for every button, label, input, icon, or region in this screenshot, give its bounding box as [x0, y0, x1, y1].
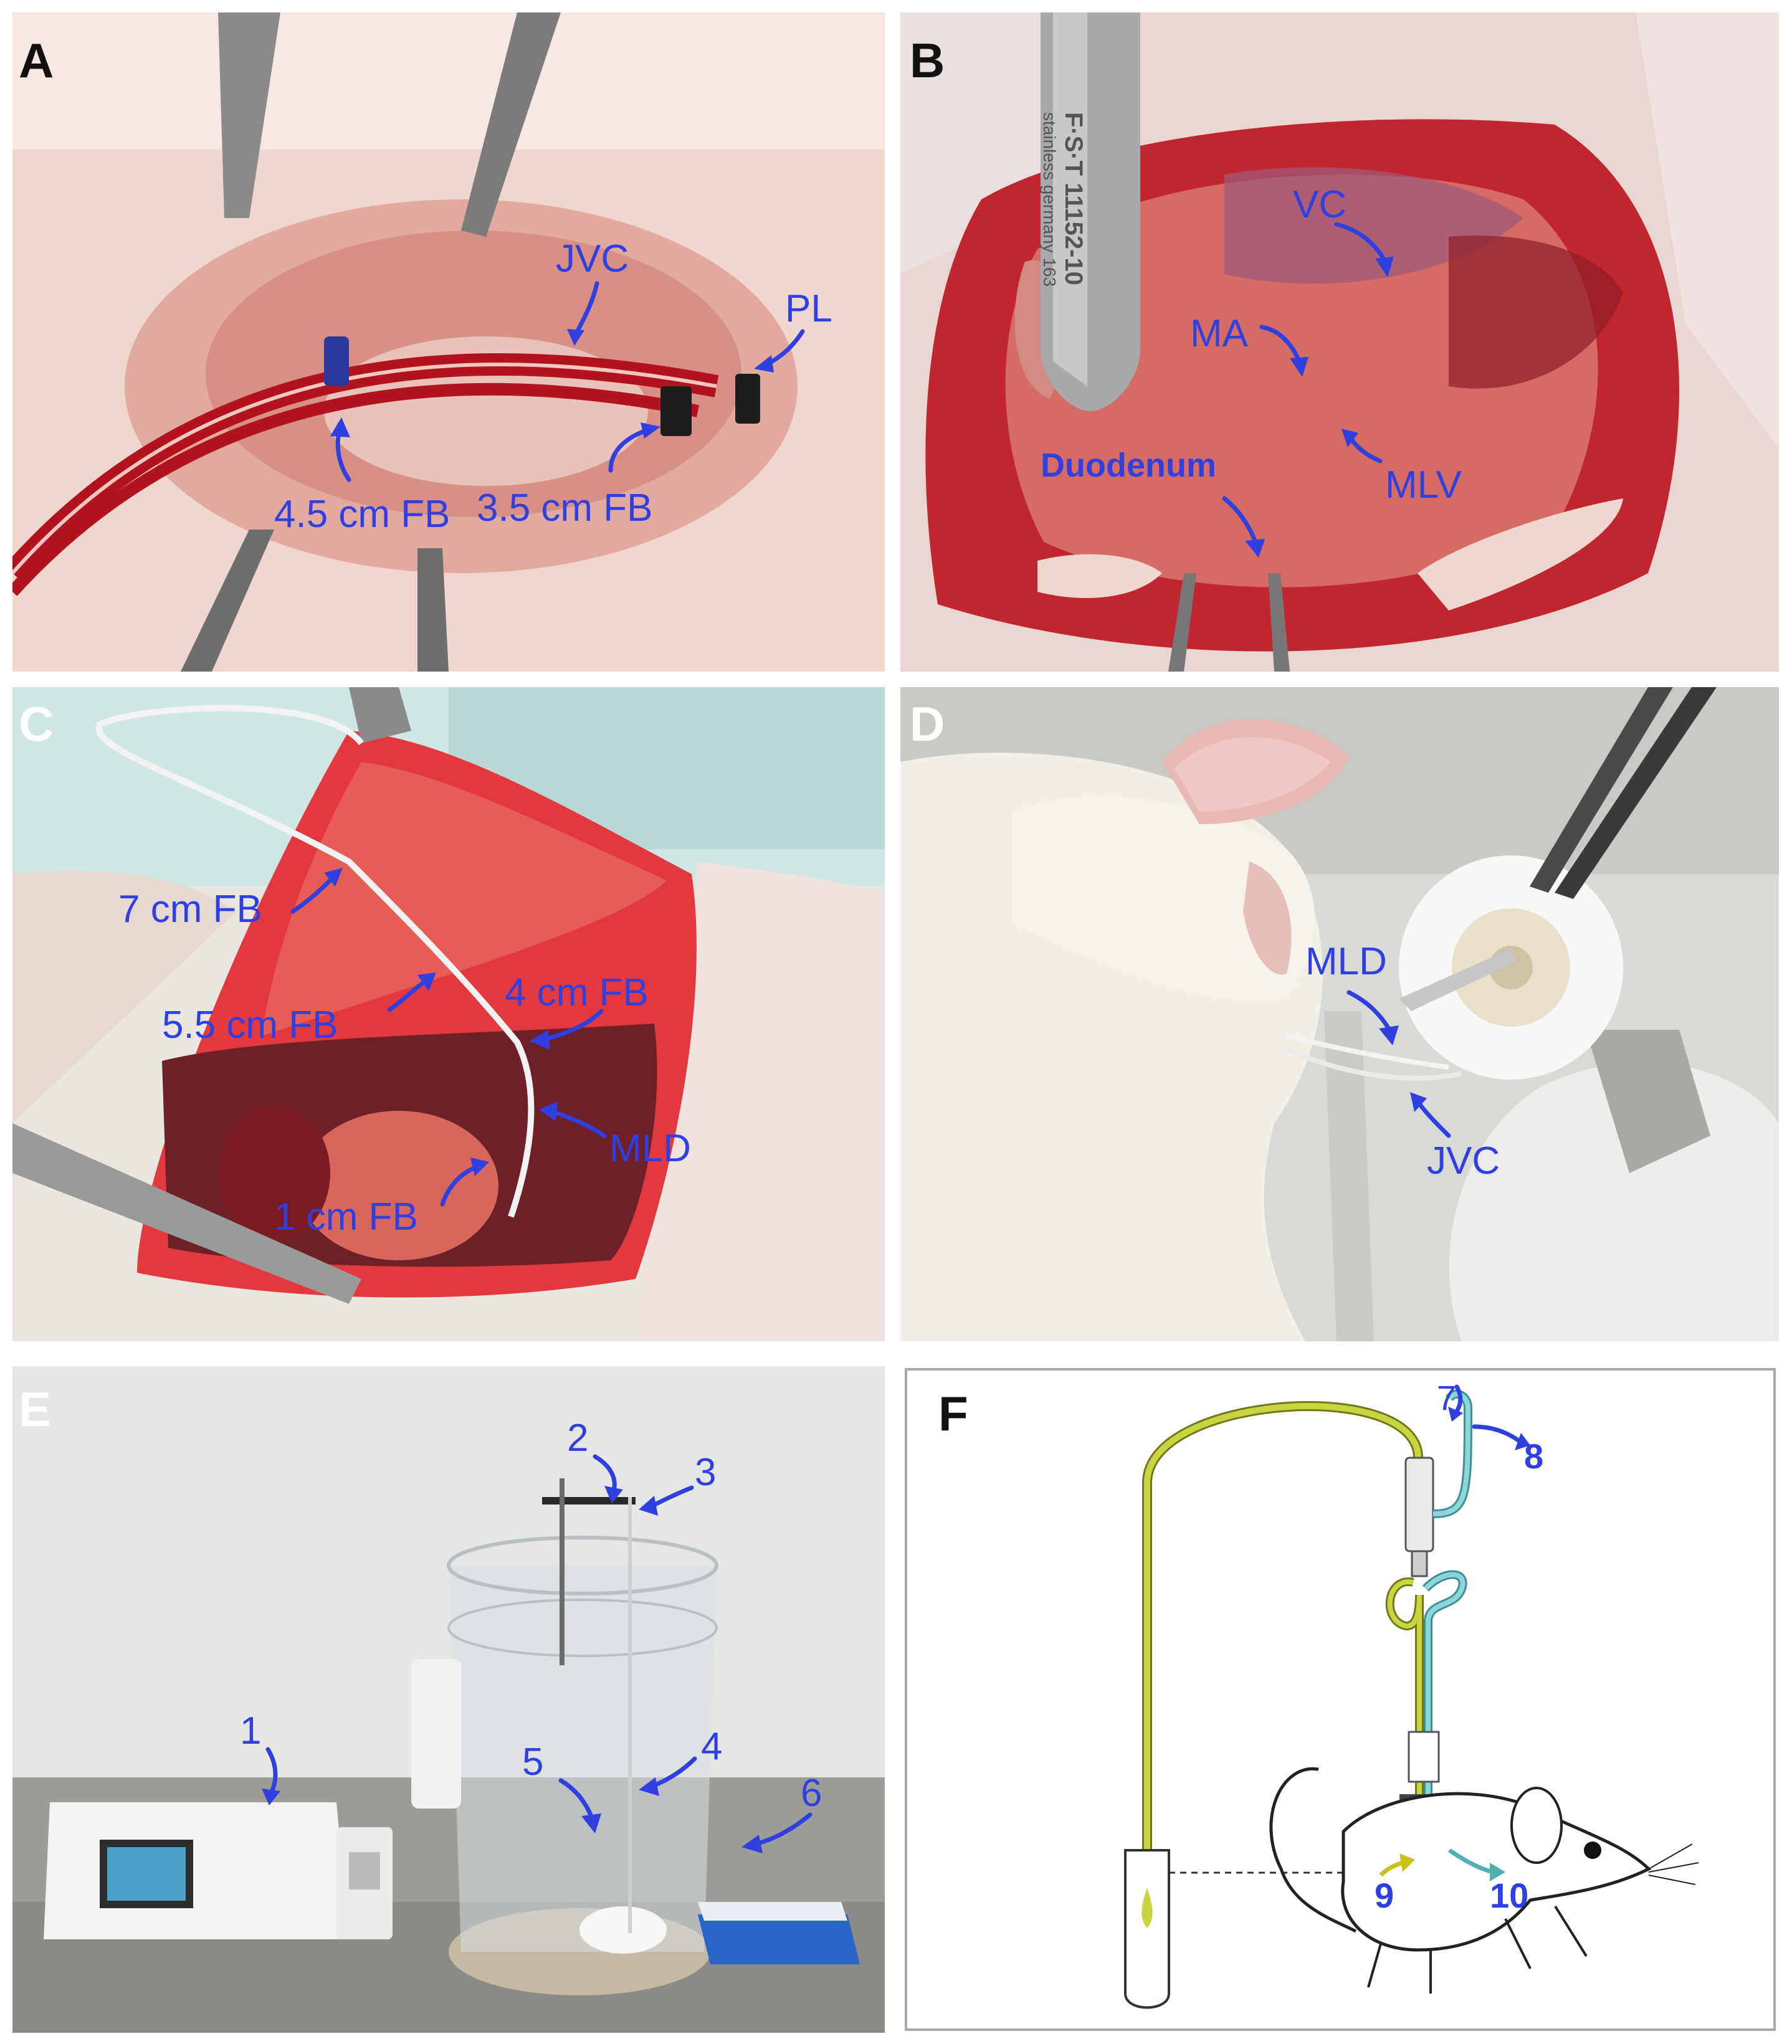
label-mld: MLD: [1305, 940, 1387, 983]
label-9: 9: [1375, 1876, 1394, 1915]
surgical-photo-c: [12, 687, 885, 1341]
panel-letter-f: F: [938, 1386, 968, 1441]
label-mlv: MLV: [1385, 463, 1462, 506]
panel-letter-b: B: [910, 33, 945, 88]
arrow-6: [741, 1812, 813, 1853]
arrow-5-5-cm-fb: [387, 972, 436, 1012]
panel-f: F 7 8 9 10: [905, 1368, 1776, 2031]
arrow-9: [1379, 1853, 1415, 1877]
animal-photo-d: [900, 687, 1779, 1341]
label-10: 10: [1490, 1876, 1529, 1915]
arrow-vc: [1334, 222, 1394, 277]
arrow-3: [639, 1485, 694, 1516]
label-2: 2: [567, 1417, 589, 1460]
label-5-5-cm-fb: 5.5 cm FB: [162, 1004, 338, 1047]
label-1: 1: [240, 1709, 262, 1752]
arrows-e: [262, 1454, 813, 1853]
label-1-cm-fb: 1 cm FB: [274, 1196, 418, 1238]
arrow-jvc: [567, 281, 599, 346]
arrow-3-5-cm-fb: [608, 422, 660, 473]
panel-letter-e: E: [19, 1382, 52, 1437]
surgical-photo-b: [900, 12, 1779, 672]
arrows-c: [290, 868, 607, 1207]
panel-c: C 7 cm FB 5.5 cm FB 4 cm FB MLD 1 cm FB: [12, 687, 885, 1341]
arrow-8: [1472, 1424, 1530, 1450]
arrows-d: [1346, 990, 1451, 1138]
apparatus-photo-e: [12, 1366, 885, 2033]
arrow-mld: [539, 1101, 607, 1138]
arrow-4-5-cm-fb: [330, 417, 351, 482]
panel-b: F·S·T 11152-10 stainless germany 163 B V…: [900, 12, 1779, 672]
label-4: 4: [701, 1725, 723, 1768]
arrow-1: [262, 1747, 280, 1805]
arrow-pl: [754, 329, 805, 373]
label-ma: MA: [1190, 312, 1248, 355]
surgical-photo-a: [12, 12, 885, 672]
arrows-f: [1379, 1384, 1530, 1881]
label-vc: VC: [1293, 183, 1347, 226]
arrow-5: [558, 1778, 601, 1833]
schematic-drawing-f: [1124, 1389, 1699, 2009]
arrow-jvc: [1410, 1092, 1451, 1138]
panel-d: D MLD JVC: [900, 687, 1779, 1341]
panel-letter-c: C: [19, 696, 54, 751]
label-4-cm-fb: 4 cm FB: [505, 971, 649, 1014]
arrow-4-cm-fb: [530, 1009, 604, 1050]
arrow-4: [639, 1756, 697, 1796]
arrow-mld: [1346, 990, 1399, 1045]
label-mld: MLD: [609, 1127, 691, 1170]
arrow-7: [1448, 1384, 1463, 1422]
arrows-b: [1222, 222, 1394, 558]
arrow-1-cm-fb: [440, 1157, 489, 1207]
arrow-mlv: [1342, 429, 1383, 463]
panel-e: E 1 2 3 4 5 6: [12, 1366, 885, 2033]
label-jvc: JVC: [556, 237, 629, 280]
label-duodenum: Duodenum: [1041, 447, 1216, 484]
panel-a: A JVC PL 4.5 cm FB 3.5 cm FB: [12, 12, 885, 672]
arrow-2: [593, 1454, 623, 1503]
arrows-a: [330, 281, 805, 482]
label-4-5-cm-fb: 4.5 cm FB: [274, 493, 450, 536]
label-3: 3: [695, 1451, 717, 1494]
panel-letter-a: A: [19, 33, 54, 88]
arrow-7-cm-fb: [290, 868, 343, 914]
label-3-5-cm-fb: 3.5 cm FB: [477, 487, 653, 530]
arrow-10: [1448, 1848, 1505, 1881]
catheter-c: [95, 705, 535, 1218]
panel-letter-d: D: [910, 696, 945, 751]
label-5: 5: [522, 1741, 544, 1784]
label-6: 6: [801, 1772, 822, 1815]
label-pl: PL: [785, 287, 832, 330]
label-7-cm-fb: 7 cm FB: [118, 888, 262, 931]
arrow-ma: [1259, 325, 1308, 377]
arrow-duodenum: [1222, 496, 1265, 558]
label-jvc: JVC: [1427, 1139, 1500, 1182]
